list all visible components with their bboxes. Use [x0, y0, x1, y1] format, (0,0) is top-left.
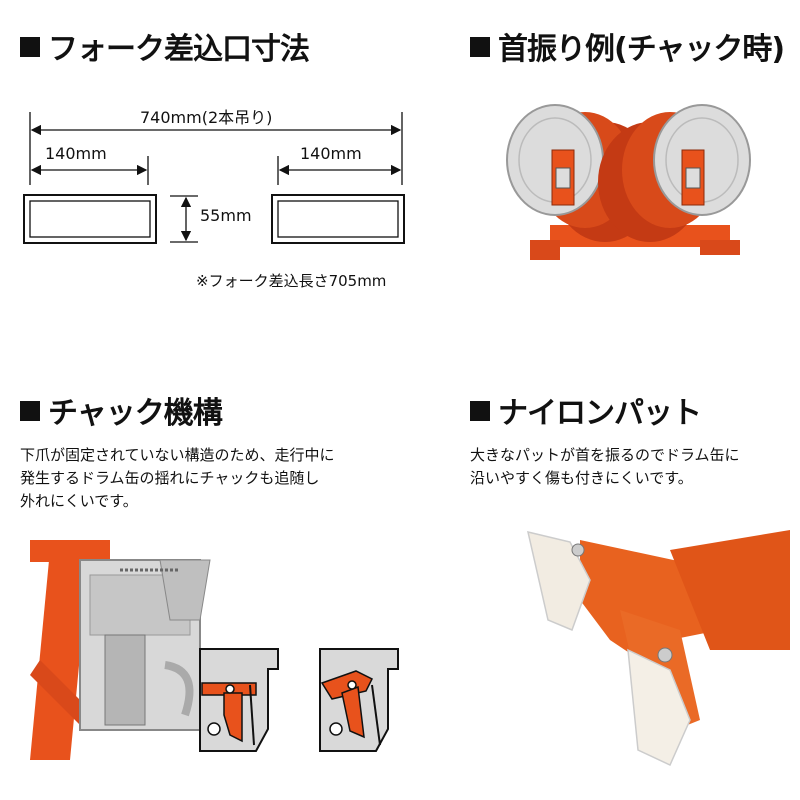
- square-bullet-icon: [470, 37, 490, 57]
- square-bullet-icon: [470, 401, 490, 421]
- chuck-diagram-open: [319, 648, 399, 752]
- chuck-desc-line: 下爪が固定されていない構造のため、走行中に: [20, 446, 335, 464]
- square-bullet-icon: [20, 37, 40, 57]
- nylon-desc-line: 沿いやすく傷も付きにくいです。: [470, 469, 693, 487]
- nylon-title-text: ナイロンパット: [498, 396, 702, 431]
- right-width-label: 140mm: [300, 144, 362, 163]
- swing-section-title: 首振り例(チャック時): [470, 32, 785, 68]
- fork-dimension-diagram: [23, 112, 405, 244]
- chuck-title-text: チャック機構: [48, 396, 223, 431]
- square-bullet-icon: [20, 401, 40, 421]
- swing-title-text: 首振り例(チャック時): [498, 32, 785, 67]
- nylon-desc-line: 大きなパットが首を振るのでドラム缶に: [470, 446, 740, 464]
- drum-swing-photo: [506, 104, 751, 260]
- fork-title-text: フォーク差込口寸法: [48, 32, 310, 67]
- nylon-section-title: ナイロンパット: [470, 396, 702, 432]
- total-width-label: 740mm(2本吊り): [140, 108, 273, 127]
- nylon-pad-photo: [527, 530, 790, 767]
- chuck-mechanism-photo: [30, 540, 211, 760]
- chuck-diagram-closed: [199, 648, 279, 752]
- fork-length-note: ※フォーク差込長さ705mm: [196, 272, 387, 290]
- chuck-description: 下爪が固定されていない構造のため、走行中に 発生するドラム缶の揺れにチャックも追…: [20, 444, 335, 513]
- chuck-desc-line: 発生するドラム缶の揺れにチャックも追随し: [20, 469, 320, 487]
- chuck-desc-line: 外れにくいです。: [20, 492, 138, 510]
- height-label: 55mm: [200, 206, 252, 225]
- nylon-description: 大きなパットが首を振るのでドラム缶に 沿いやすく傷も付きにくいです。: [470, 444, 740, 490]
- left-width-label: 140mm: [45, 144, 107, 163]
- fork-section-title: フォーク差込口寸法: [20, 32, 310, 68]
- chuck-section-title: チャック機構: [20, 396, 223, 432]
